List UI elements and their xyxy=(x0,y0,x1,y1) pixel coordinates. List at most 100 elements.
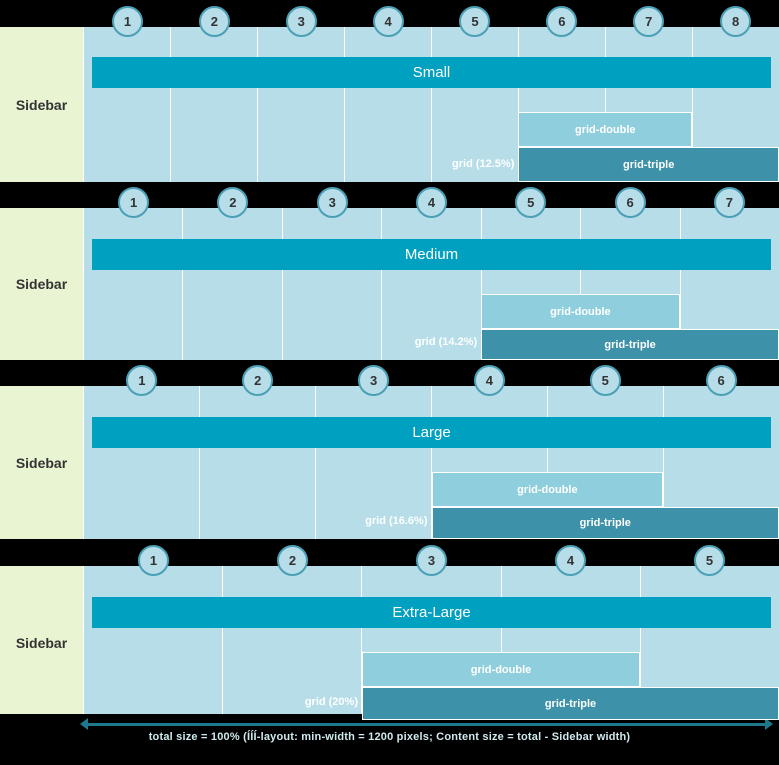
column-number-badge: 6 xyxy=(546,6,578,37)
grid-column xyxy=(482,208,582,360)
grid-triple-label: grid-triple xyxy=(579,517,631,529)
sidebar-block: Sidebar xyxy=(0,386,84,539)
column-number-label: 7 xyxy=(725,195,733,210)
column-number-label: 4 xyxy=(485,373,494,388)
grid-column xyxy=(606,27,693,182)
column-number-badge: 2 xyxy=(198,6,230,37)
grid-triple-block: grid-triple xyxy=(362,687,779,720)
grid-column xyxy=(548,386,664,539)
grid-double-block: grid-double xyxy=(431,472,664,507)
grid-column xyxy=(382,208,482,360)
grid-triple-block: grid-triple xyxy=(518,147,779,182)
breakpoint-size-label: Small xyxy=(412,64,451,81)
grid-column xyxy=(171,27,258,182)
column-number-badge: 5 xyxy=(589,365,621,396)
grid-column xyxy=(502,566,641,720)
grid-column xyxy=(84,386,200,539)
arrow-head-left-icon xyxy=(80,718,88,730)
grid-double-block: grid-double xyxy=(518,112,693,147)
grid-double-label: grid-double xyxy=(550,305,611,318)
total-width-measurement: total size = 100% (ÍÍÍ-layout: min-width… xyxy=(0,714,779,762)
grid-column xyxy=(519,27,606,182)
column-number-label: 3 xyxy=(297,14,305,29)
column-number-badge: 1 xyxy=(138,545,169,576)
grid-column xyxy=(183,208,283,360)
breakpoint-panel: Sidebar grid (14.2%) grid-double grid-tripl… xyxy=(0,208,779,360)
column-number-badge: 3 xyxy=(416,545,447,576)
grid-triple-block: grid-triple xyxy=(431,507,779,539)
grid-double-label: grid-double xyxy=(517,483,578,496)
column-number-badge: 5 xyxy=(694,545,725,576)
column-number-label: 6 xyxy=(626,195,634,210)
column-number-label: 1 xyxy=(130,195,138,210)
column-number-label: 3 xyxy=(427,553,436,568)
sidebar-block: Sidebar xyxy=(0,208,84,360)
grid-column xyxy=(432,386,548,539)
column-number-badge: 5 xyxy=(459,6,491,37)
grid-columns xyxy=(84,208,779,360)
grid-column xyxy=(258,27,345,182)
column-number-badge: 1 xyxy=(118,187,150,218)
column-number-label: 2 xyxy=(254,373,262,388)
breakpoint-size-bar: Extra-Large xyxy=(92,597,771,628)
column-number-badge: 7 xyxy=(633,6,665,37)
column-number-label: 8 xyxy=(731,14,740,29)
column-number-label: 4 xyxy=(566,553,575,568)
breakpoint-size-bar: Medium xyxy=(92,239,771,270)
column-number-label: 6 xyxy=(558,14,566,29)
column-number-badge: 4 xyxy=(555,545,586,576)
content-area: grid (20%) grid-double grid-triple Extra-La… xyxy=(84,566,779,720)
measurement-line xyxy=(86,723,767,726)
breakpoint-size-label: Extra-Large xyxy=(392,604,471,621)
column-number-badge: 6 xyxy=(614,187,646,218)
column-number-badge: 3 xyxy=(358,365,390,396)
grid-column xyxy=(223,566,363,720)
column-number-label: 2 xyxy=(210,14,218,29)
sidebar-block: Sidebar xyxy=(0,566,84,720)
grid-column xyxy=(84,208,184,360)
grid-double-block: grid-double xyxy=(481,294,680,329)
sidebar-label: Sidebar xyxy=(15,276,68,292)
column-number-badge: 5 xyxy=(515,187,547,218)
sidebar-label: Sidebar xyxy=(15,96,68,113)
grid-triple-label: grid-triple xyxy=(604,338,656,351)
sidebar-label: Sidebar xyxy=(15,635,68,651)
column-number-badge: 1 xyxy=(126,365,158,396)
breakpoint-size-bar: Small xyxy=(92,57,771,88)
column-number-badge: 2 xyxy=(277,545,308,576)
breakpoint-panel: Sidebar grid (20%) grid-double grid-triple E… xyxy=(0,566,779,720)
grid-double-label: grid-double xyxy=(575,123,636,136)
sidebar-label: Sidebar xyxy=(15,454,68,471)
content-area: grid (14.2%) grid-double grid-triple Medium xyxy=(84,208,779,360)
grid-percent-label: grid (14.2%) xyxy=(414,336,478,348)
grid-percent-label: grid (20%) xyxy=(304,696,358,708)
grid-column xyxy=(432,27,519,182)
column-number-badge: 2 xyxy=(242,365,274,396)
grid-double-block: grid-double xyxy=(362,652,640,687)
column-number-label: 1 xyxy=(138,373,146,388)
column-number-badge: 7 xyxy=(713,187,745,218)
grid-column xyxy=(345,27,432,182)
column-number-label: 5 xyxy=(471,14,479,29)
column-number-badge: 3 xyxy=(285,6,317,37)
sidebar-block: Sidebar xyxy=(0,27,84,182)
breakpoint-size-label: Medium xyxy=(404,246,459,263)
grid-column xyxy=(84,27,171,182)
column-number-label: 1 xyxy=(123,14,132,29)
grid-triple-block: grid-triple xyxy=(481,329,779,360)
grid-triple-label: grid-triple xyxy=(544,697,597,710)
column-number-label: 4 xyxy=(427,195,436,210)
grid-percent-label: grid (16.6%) xyxy=(365,515,428,527)
column-number-label: 5 xyxy=(527,195,535,210)
column-number-label: 2 xyxy=(288,553,297,568)
grid-columns xyxy=(84,566,779,720)
grid-column xyxy=(581,208,681,360)
column-number-badge: 6 xyxy=(705,365,737,396)
column-number-badge: 4 xyxy=(473,365,505,396)
column-number-label: 3 xyxy=(328,195,336,210)
column-number-badge: 4 xyxy=(416,187,447,218)
